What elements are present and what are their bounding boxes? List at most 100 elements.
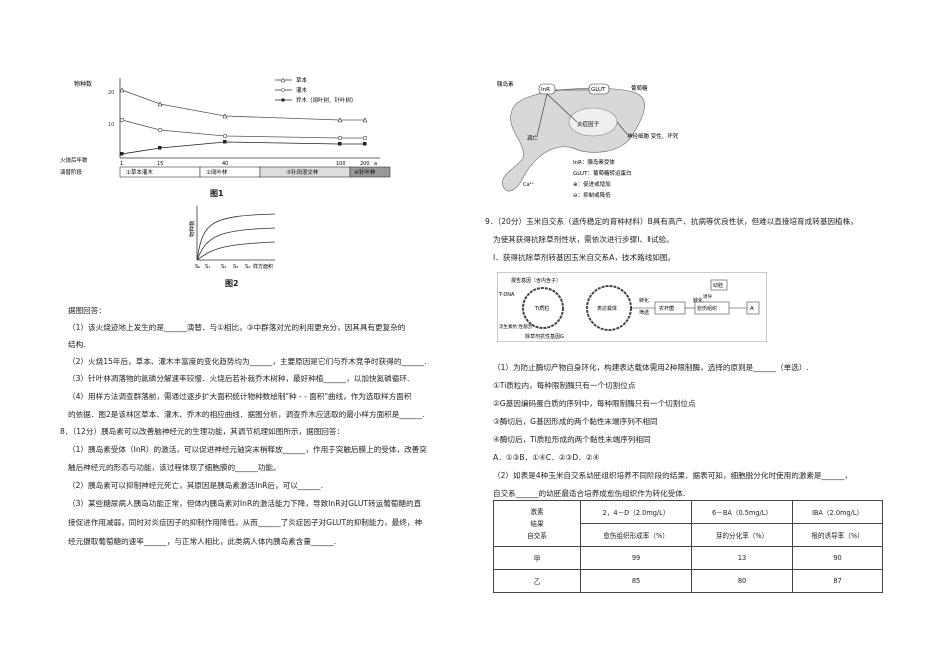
table-subheader-row: 愈伤组织形成率（%） 芽的分化率（%） 根的诱导率（%） [494,523,883,547]
svg-text:①草本灌木: ①草本灌木 [126,168,153,176]
q9-heading-2: 为使其获得抗除草剂性状，需依次进行步骤Ⅰ、Ⅱ试验。 [493,235,674,244]
svg-text:a: a [374,161,377,167]
fig1-ylabel: 物种数 [74,80,92,88]
svg-text:火烧后年数: 火烧后年数 [60,156,88,164]
q8-1-line-a: （1）胰岛素受体（InR）的激活，可以促进神经元轴突末梢释放______，作用于… [68,445,427,454]
svg-text:葡萄糖: 葡萄糖 [631,84,648,92]
svg-text:胰岛素: 胰岛素 [497,80,514,88]
table-corner: 激素结果自交系 [493,500,581,547]
svg-text:凋亡: 凋亡 [527,134,539,142]
transgenic-route-diagram: 报告基因（含内含子） T-DNA Ti质粒 流生素抗 性基因 除草剂抗性基因G … [497,272,767,342]
row-name: 乙 [493,569,581,593]
option-3: ③酶切后，G基因形成的两个黏性末端序列不相同 [493,417,658,426]
svg-text:除草剂抗性基因G: 除草剂抗性基因G [525,333,564,340]
svg-text:InR：胰岛素受体: InR：胰岛素受体 [573,158,615,166]
svg-text:神经细胞 变性、坏死: 神经细胞 变性、坏死 [627,132,679,140]
right-column: 胰岛素 InR GLUT 葡萄糖 炎症因子 凋亡 神经细胞 变性、坏死 Ca²⁺… [485,0,895,671]
svg-text:10: 10 [108,122,114,128]
svg-text:S₁: S₁ [205,264,210,270]
fig1-caption: 图1 [210,189,224,198]
svg-text:20: 20 [108,90,114,96]
q9-1-line: （1）为防止酶切产物自身环化，构建表达载体需用2种限制酶，选择的原则是_____… [493,363,809,372]
svg-text:④针叶林: ④针叶林 [354,168,376,176]
svg-text:Ti质粒: Ti质粒 [534,305,549,312]
table-row: 乙 85 80 87 [493,569,883,593]
svg-text:物种数: 物种数 [188,220,196,237]
q7-4-line-a: （4）用样方法调查群落前，需通过逐步扩大面积统计物种数绘制"种 - - 面积"曲… [68,392,412,401]
svg-text:转化: 转化 [639,297,649,304]
q8-3-line-c: 经元摄取葡萄糖的速率______，与正常人相比，此类病人体内胰岛素含量_____… [68,537,337,546]
svg-text:GLUT：葡萄糖转运蛋白: GLUT：葡萄糖转运蛋白 [573,169,631,177]
svg-text:A: A [750,306,754,312]
table-row: 甲 99 13 90 [493,546,883,570]
q9-heading: 9．（20分）玉米自交系（遗传稳定的育种材料）B具有高产、抗病等优良性状，但难以… [485,217,858,226]
svg-text:S₂: S₂ [221,264,226,270]
svg-text:②阔叶林: ②阔叶林 [206,168,228,176]
table-cell: 99 [579,546,693,570]
svg-text:流生素抗 性基因: 流生素抗 性基因 [499,323,532,330]
svg-text:炎症因子: 炎症因子 [577,120,600,128]
q7-2-line: （2）火烧15年后，草本、灌木丰富度的变化趋势均为______，主要原因是它们与… [68,357,427,366]
q8-3-line-a: （3）某些糖尿病人胰岛功能正常，但体内胰岛素对InR的激活能力下降，导致InR对… [68,499,422,508]
table-subheader: 芽的分化率（%） [691,523,794,547]
q7-3-line: （3）针叶林凋落物的氮磷分解速率较慢．火烧后若补栽乔木树种，最好种植______… [68,374,410,383]
q7-1-line-b: 结构. [68,340,86,349]
svg-text:⊖：抑制或降低: ⊖：抑制或降低 [573,191,611,199]
q8-heading: 8．（12分）胰岛素可以改善脑神经元的生理功能，其调节机理如图所示，据图回答： [60,427,345,436]
svg-text:乔木（阔叶树、针叶树）: 乔木（阔叶树、针叶树） [296,96,357,104]
svg-text:Ca²⁺: Ca²⁺ [523,182,535,188]
row-name: 甲 [493,546,581,570]
table-header: 6－BA（0.5mg/L） [691,500,794,524]
q9-2-line-a: （2）如表是4种玉米自交系幼胚组织培养不同阶段的结果．据表可知，细胞脱分化时使用… [493,471,852,480]
q9-2-line-b: 自交系______的幼胚最适合培养成愈伤组织作为转化受体. [493,489,686,498]
svg-text:样方面积: 样方面积 [253,263,273,270]
insulin-mechanism-diagram: 胰岛素 InR GLUT 葡萄糖 炎症因子 凋亡 神经细胞 变性、坏死 Ca²⁺… [497,80,679,199]
svg-text:农杆菌: 农杆菌 [659,305,674,312]
svg-text:⊕：促进或增加: ⊕：促进或增加 [573,180,611,188]
q8-2-line: （2）胰岛素可以抑制神经元死亡，其原因是胰岛素激活InR后，可以______. [68,481,323,490]
table-header: IBA（2.0mg/L） [792,500,883,524]
table-cell: 80 [691,569,794,593]
table-header-row: 激素结果自交系 2，4－D（2.0mg/L） 6－BA（0.5mg/L） IBA… [493,500,883,547]
table-subheader: 根的诱导率（%） [792,523,883,547]
option-2: ②G基因编码蛋白质的序列中，每种限制酶只有一个切割位点 [493,399,696,408]
table-header: 2，4－D（2.0mg/L） [579,500,693,524]
svg-text:表达载体: 表达载体 [597,305,617,312]
svg-text:15: 15 [157,161,163,167]
table-cell: 13 [691,546,794,570]
fig2-caption: 图2 [225,279,239,288]
svg-text:S₃: S₃ [233,264,238,270]
svg-text:诱导: 诱导 [703,293,712,300]
option-1: ①Ti质粒内，每种限制酶只有一个切割位点 [493,381,636,390]
fig3-legend: InR：胰岛素受体 GLUT：葡萄糖转运蛋白 ⊕：促进或增加 ⊖：抑制或降低 [573,158,631,199]
svg-text:40: 40 [222,161,228,167]
svg-text:转化: 转化 [693,297,703,304]
svg-text:演替阶段: 演替阶段 [60,168,83,176]
q8-1-line-b: 触后神经元的形态与功能，该过程体现了细胞膜的______功能。 [68,463,281,472]
svg-text:愈伤组织: 愈伤组织 [697,305,717,312]
svg-text:S₄: S₄ [245,264,250,270]
figure-2-chart: 物种数 S₀ S₁ S₂ S₃ S₄ 样方面积 [188,206,276,270]
table-cell: 85 [579,569,693,593]
left-column: 物种数 20 10 草本 灌木 乔木（阔叶树、针叶树） 火烧后年数 [60,0,470,671]
svg-text:③针阔混交林: ③针阔混交林 [286,168,319,176]
q7-1-line-a: （1）该火烧迹地上发生的是______演替．与①相比，③中群落对光的利用更充分，… [68,323,406,332]
table-subheader: 愈伤组织形成率（%） [579,523,693,547]
svg-text:100: 100 [336,161,346,167]
q7-4-line-b: 的依据．图2是该林区草本、灌木、乔木的相应曲线．据图分析，调查乔木应选取的最小样… [68,410,425,419]
figure-1-chart: 物种数 20 10 草本 灌木 乔木（阔叶树、针叶树） 火烧后年数 [60,76,391,178]
fig1-legend: 草本 灌木 乔木（阔叶树、针叶树） [275,76,357,104]
svg-text:1: 1 [120,161,123,167]
table-cell: 90 [792,546,883,570]
svg-text:筛选: 筛选 [639,309,649,316]
step-1: Ⅰ．获得抗除草剂转基因玉米自交系A，技术路线如图。 [493,253,676,262]
svg-text:幼胚: 幼胚 [713,282,723,289]
svg-text:200: 200 [360,161,370,167]
svg-text:灌木: 灌木 [296,86,308,94]
choices: A．①③B．①④C．②③D．②④ [493,453,600,462]
svg-text:S₀: S₀ [195,264,200,270]
svg-text:草本: 草本 [296,76,308,84]
option-4: ④酶切后，Ti质粒形成的两个黏性末端序列相同 [493,435,651,444]
svg-text:GLUT: GLUT [591,87,606,93]
svg-text:报告基因（含内含子）: 报告基因（含内含子） [511,277,561,284]
